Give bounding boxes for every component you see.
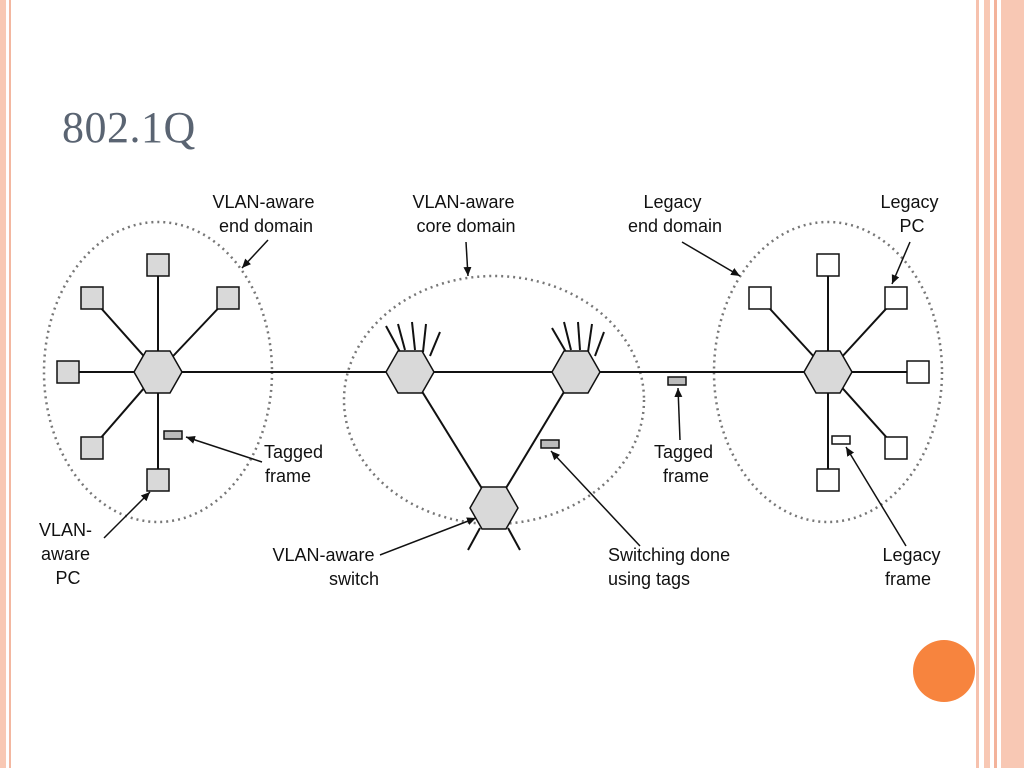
left-border-stripe: [0, 0, 6, 768]
label-vlan-aware-pc: VLAN- aware PC: [39, 520, 97, 588]
legacy-pc-upper-left: [748, 286, 772, 310]
legacy-end-domain-boundary: [712, 220, 944, 524]
legacy-frame-icon: [831, 435, 851, 445]
label-legacy-end-domain: Legacy end domain: [628, 192, 722, 236]
legacy-pc-lower-right: [884, 436, 908, 460]
annotation-arrows: [103, 239, 911, 556]
vlan-end-switch: [133, 350, 183, 394]
vlan-pc-upper-right: [216, 286, 240, 310]
legacy-pc-top: [816, 253, 840, 277]
label-legacy-pc: Legacy PC: [880, 192, 943, 236]
vlan-pc-top: [146, 253, 170, 277]
vlan-pc-lower-left: [80, 436, 104, 460]
tagged-frame-right-icon: [667, 376, 687, 386]
legacy-pc-bottom: [816, 468, 840, 492]
legacy-pc-upper-right: [884, 286, 908, 310]
core-switch-bottom: [469, 486, 519, 530]
slide-title: 802.1Q: [62, 103, 196, 152]
label-legacy-frame: Legacy frame: [882, 545, 945, 589]
core-switch-left: [385, 350, 435, 394]
label-vlan-core-domain: VLAN-aware core domain: [412, 192, 519, 236]
vlan-pc-upper-left: [80, 286, 104, 310]
label-vlan-aware-switch: VLAN-aware switch: [272, 545, 379, 589]
legacy-end-switch: [803, 350, 853, 394]
core-switch-right: [551, 350, 601, 394]
trunk-links: [158, 371, 828, 509]
core-switch-stubs: [385, 321, 605, 551]
legacy-pc-right: [906, 360, 930, 384]
vlan-core-domain-boundary: [342, 274, 646, 526]
label-vlan-end-domain: VLAN-aware end domain: [212, 192, 319, 236]
vlan-pc-left: [56, 360, 80, 384]
accent-dot: [913, 640, 975, 702]
tagged-frame-core-icon: [540, 439, 560, 449]
tagged-frame-left-icon: [163, 430, 183, 440]
left-border-line: [9, 0, 11, 768]
label-switching-done: Switching done using tags: [608, 545, 735, 589]
vlan-pc-bottom: [146, 468, 170, 492]
label-tagged-frame-left: Tagged frame: [264, 442, 328, 486]
label-tagged-frame-right: Tagged frame: [654, 442, 718, 486]
right-border-stripes: [976, 0, 1024, 768]
